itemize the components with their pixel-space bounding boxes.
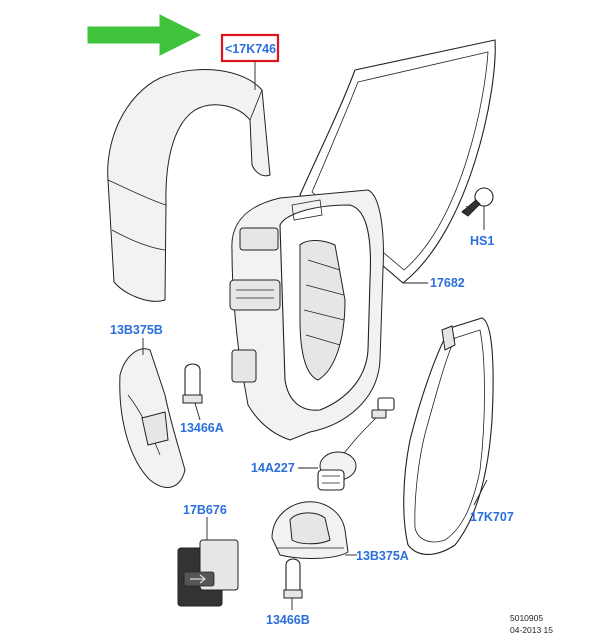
bulb-upper-leader [194,402,201,421]
green-pointer-arrow [87,14,202,56]
lamp-housing-lower[interactable] [271,501,349,559]
bulb-upper[interactable] [182,363,203,404]
switch-module[interactable] [177,539,239,607]
label-cover: <17K746 [225,42,276,56]
label-bulb-lower: 13466B [266,613,310,627]
label-bulb-upper: 13466A [180,421,224,435]
label-glass-main: 17682 [430,276,465,290]
connector-harness[interactable] [317,397,395,491]
highlight-box [220,33,280,63]
label-switch: 17B676 [183,503,227,517]
label-connector: 14A227 [251,461,295,475]
glass-insert[interactable] [403,317,494,555]
label-lamp-lower: 13B375A [356,549,409,563]
lamp-housing-upper[interactable] [119,348,186,488]
reference-date: 04-2013 15 [510,625,553,635]
label-screw: HS1 [470,234,494,248]
label-lamp-housing: 13B375B [110,323,163,337]
bulb-lower[interactable] [283,558,303,599]
mirror-housing[interactable] [229,189,384,441]
reference-code: 5010905 [510,613,543,623]
mirror-cover[interactable] [107,68,271,302]
label-glass-insert: 17K707 [470,510,514,524]
glass-insert-leader [473,479,488,506]
screw-hs1[interactable] [461,187,494,217]
